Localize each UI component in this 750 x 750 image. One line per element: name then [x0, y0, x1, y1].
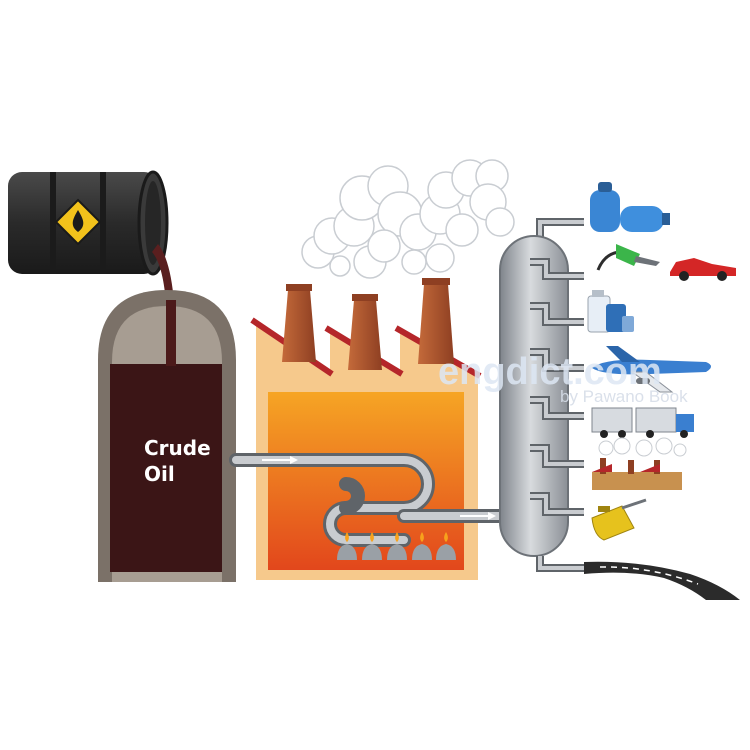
watermark-sub: by Pawano Book — [560, 387, 688, 406]
tank-label-line1: Crude — [144, 436, 211, 460]
gas-cylinder-icon — [590, 182, 670, 232]
truck-icon — [592, 408, 694, 438]
oil-barrel — [8, 172, 167, 274]
crude-oil-tank: Crude Oil — [98, 290, 236, 582]
smoke-clouds — [302, 160, 514, 278]
factory-icon — [592, 438, 686, 490]
tank-label-line2: Oil — [144, 462, 175, 486]
oil-can-icon — [592, 500, 646, 540]
chemical-bottles-icon — [588, 290, 634, 332]
chimneys — [282, 278, 454, 370]
fuel-nozzle-car-icon — [598, 244, 736, 281]
road-icon — [584, 562, 740, 600]
